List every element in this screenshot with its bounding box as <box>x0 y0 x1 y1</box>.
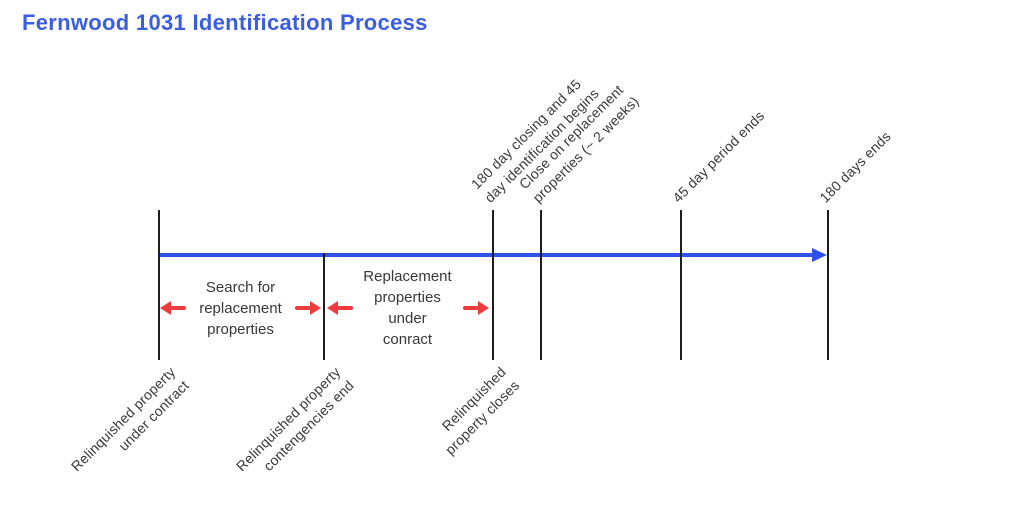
tick-close-on-replacement <box>540 210 542 360</box>
label-relinquished-property-closes: Relinquished property closes <box>438 363 523 458</box>
tick-45-day-period-ends <box>680 210 682 360</box>
tick-relinquished-under-contract <box>158 210 160 360</box>
red-arrow-right-icon <box>295 301 321 315</box>
label-relinquished-property-contingencies-end: Relinquished property contengencies end <box>232 363 357 475</box>
timeline-arrowhead-icon <box>812 248 827 262</box>
tick-relinquished-closes <box>492 210 494 360</box>
segment-label-search-replacement-properties: Search for replacement properties <box>199 279 282 338</box>
tick-180-days-ends <box>827 210 829 360</box>
label-relinquished-property-under-contract: Relinquished property under contract <box>67 363 192 475</box>
segment-label-replacement-under-contract: Replacement properties under conract <box>363 268 452 348</box>
tick-contingencies-end <box>323 253 325 360</box>
label-180-days-ends: 180 days ends <box>816 128 894 206</box>
red-arrow-right-icon <box>463 301 489 315</box>
red-arrow-left-icon <box>327 301 353 315</box>
page-title: Fernwood 1031 Identification Process <box>22 10 428 35</box>
timeline-axis <box>158 253 813 257</box>
red-arrow-left-icon <box>160 301 186 315</box>
label-45-day-period-ends: 45 day period ends <box>669 107 768 206</box>
